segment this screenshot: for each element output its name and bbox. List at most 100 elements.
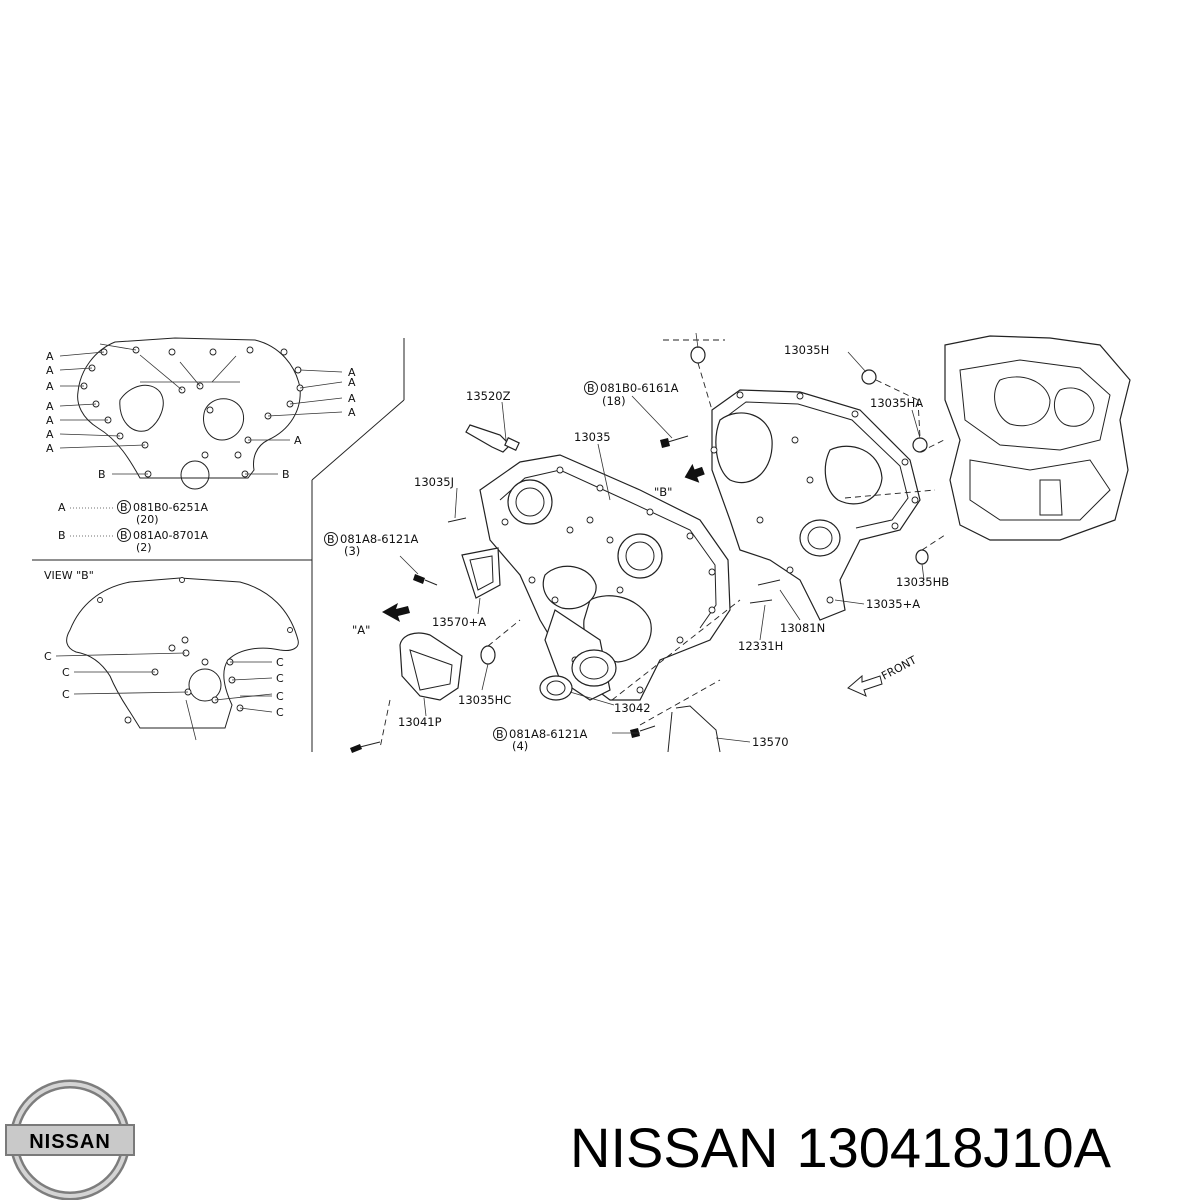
- row-letter: A: [348, 392, 356, 405]
- o-ring-h: [861, 369, 877, 385]
- circled-b-letter: B: [120, 529, 128, 542]
- part-caption: NISSAN 130418J10A: [570, 1108, 1190, 1188]
- label-13041p: 13041P: [398, 715, 442, 729]
- view-b-arrow-icon: [684, 463, 705, 483]
- label-13035j: 13035J: [414, 475, 454, 489]
- cover-outline-top: [77, 337, 301, 479]
- row-letters-right: A A A A A B: [282, 366, 356, 481]
- label-bolt-qty: (18): [602, 394, 626, 408]
- view-a-arrow-icon: [382, 603, 410, 622]
- crank-oil-seal: [539, 675, 573, 701]
- crank-seal-bore: [571, 649, 617, 687]
- row-letter: A: [46, 380, 54, 393]
- left-panel: A A A A A A A B A A A A A B A B 081B0-62…: [32, 337, 405, 752]
- engine-block-detail: [959, 359, 1111, 451]
- exploded-view: 13520Z 13035 13035J B 081A8-6121A (3) B …: [324, 332, 1131, 753]
- circled-b-icon: [117, 528, 131, 542]
- label-13570: 13570: [752, 735, 789, 749]
- view-b-crank-hole: [188, 668, 222, 702]
- leaders-left: [59, 343, 343, 475]
- caption-brand: NISSAN: [570, 1116, 779, 1179]
- timing-case-cam-right: [824, 445, 883, 505]
- view-letter: C: [276, 672, 284, 685]
- circled-b-letter: B: [496, 728, 504, 741]
- cam-seal-left: [507, 479, 553, 525]
- circled-b-icon: [584, 381, 598, 395]
- label-13042: 13042: [614, 701, 651, 715]
- row-letter: A: [348, 406, 356, 419]
- legend-qty: (20): [136, 513, 159, 526]
- circled-b-letter: B: [587, 382, 595, 395]
- label-front: FRONT: [879, 653, 919, 682]
- view-b-dots: [97, 577, 293, 724]
- part-labels: 13520Z 13035 13035J B 081A8-6121A (3) B …: [324, 343, 949, 753]
- label-13081n: 13081N: [780, 621, 825, 635]
- view-b-title: VIEW "B": [44, 569, 94, 582]
- row-letters-left: A A A A A A A B: [46, 350, 106, 481]
- idler-housing: [542, 565, 597, 610]
- legend-part: 081B0-6251A: [133, 501, 209, 514]
- nissan-logo: NISSAN: [5, 1079, 135, 1200]
- o-ring-hb: [915, 549, 929, 565]
- view-letter: C: [62, 666, 70, 679]
- row-letter: A: [46, 428, 54, 441]
- o-ring-top: [690, 346, 706, 364]
- cover-outline-cam-right: [203, 398, 244, 441]
- label-13035h: 13035H: [784, 343, 829, 357]
- part-leaders: [399, 332, 925, 743]
- label-bolt-qty: (4): [512, 739, 528, 753]
- label-bolt-081b0-6161a: 081B0-6161A: [600, 381, 679, 395]
- front-cover-rim: [499, 469, 717, 629]
- timing-case-bolts: [710, 391, 919, 604]
- label-13035ha: 13035HA: [870, 396, 923, 410]
- bolt-dots-top: [80, 346, 304, 478]
- timing-case-rim: [721, 401, 909, 529]
- front-arrow-icon: [847, 674, 883, 697]
- circled-b-icon: [117, 500, 131, 514]
- row-letter: B: [282, 468, 290, 481]
- label-13520z: 13520Z: [466, 389, 511, 403]
- label-view-b: "B": [654, 485, 672, 499]
- label-13570a: 13570+A: [432, 615, 486, 629]
- water-gasket: [461, 547, 501, 599]
- view-letter: C: [276, 706, 284, 719]
- caption-part-number: 130418J10A: [796, 1116, 1112, 1179]
- legend-key: B: [58, 529, 66, 542]
- legend-part: 081A0-8701A: [133, 529, 208, 542]
- view-letter: C: [276, 656, 284, 669]
- circled-b-icon: [324, 532, 338, 546]
- lower-gasket: [675, 705, 721, 753]
- row-letter: A: [46, 350, 54, 363]
- label-bolt-081a8-6121a: 081A8-6121A: [340, 532, 419, 546]
- label-bolt-081a8-6121a-lower: 081A8-6121A: [509, 727, 588, 741]
- panel-divider-diagonal: [311, 399, 405, 481]
- label-bolt-qty: (3): [344, 544, 360, 558]
- row-letter: A: [46, 442, 54, 455]
- row-letter: A: [348, 366, 356, 379]
- legend-qty: (2): [136, 541, 152, 554]
- view-letter: C: [44, 650, 52, 663]
- timing-case-cam-left: [715, 412, 773, 484]
- timing-case-crank: [799, 519, 841, 557]
- row-letter: A: [294, 434, 302, 447]
- label-13035hc: 13035HC: [458, 693, 511, 707]
- pump-cover: [399, 632, 463, 701]
- label-13035hb: 13035HB: [896, 575, 949, 589]
- row-letter: B: [98, 468, 106, 481]
- engine-block: [944, 335, 1131, 541]
- view-b-leaders: [55, 652, 273, 741]
- oil-tube-end: [504, 437, 520, 451]
- oil-tube: [465, 424, 511, 453]
- view-b-outline: [66, 577, 299, 729]
- label-13035: 13035: [574, 430, 611, 444]
- view-letter: C: [62, 688, 70, 701]
- legend-key: A: [58, 501, 66, 514]
- circled-b-letter: B: [120, 501, 128, 514]
- row-letter: A: [46, 414, 54, 427]
- bolt-icons: [350, 435, 781, 753]
- assembly-lines: [379, 339, 946, 749]
- cam-seal-right: [617, 533, 663, 579]
- logo-bar: [5, 1124, 135, 1156]
- row-letter: A: [348, 376, 356, 389]
